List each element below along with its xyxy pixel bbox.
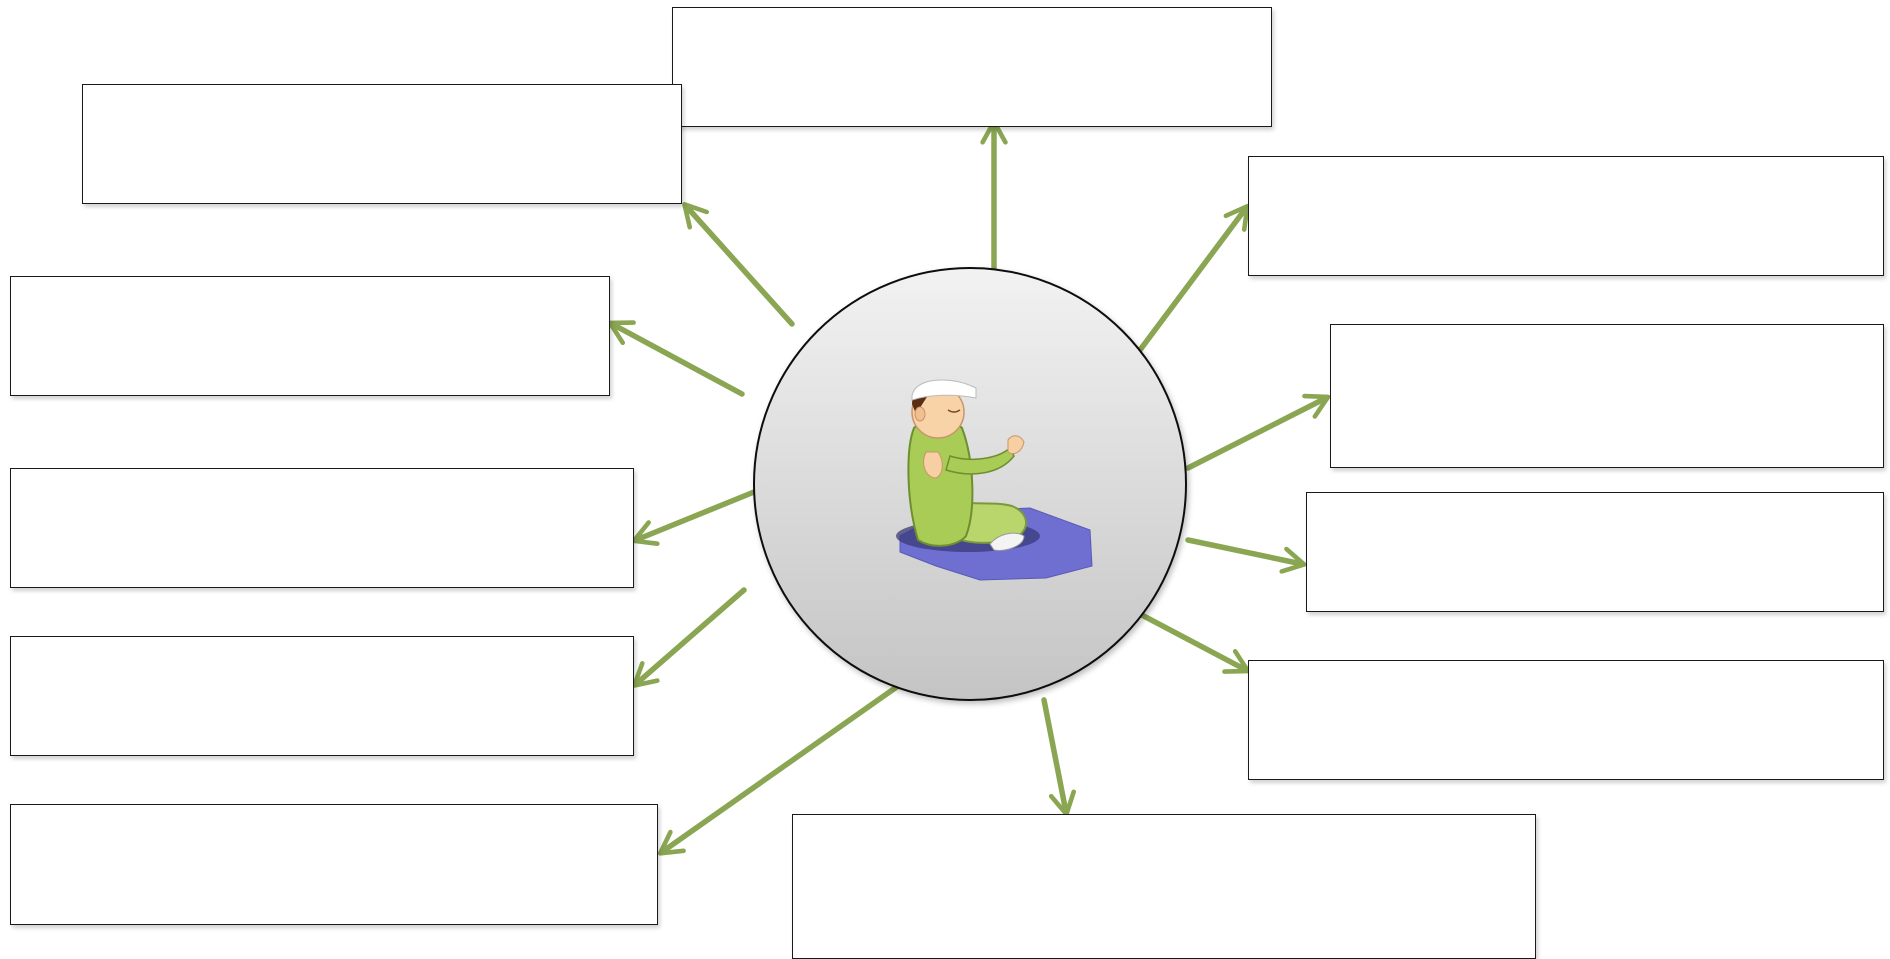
arrow-to-right-box-4 — [1140, 614, 1246, 670]
diagram-box-right-2 — [1330, 324, 1884, 468]
arrow-to-right-box-3 — [1188, 540, 1302, 564]
diagram-box-left-2 — [10, 276, 610, 396]
arrow-to-right-box-1 — [1140, 208, 1246, 350]
diagram-box-right-1 — [1248, 156, 1884, 276]
arrow-to-bottom-box — [1044, 700, 1066, 812]
diagram-box-top — [672, 7, 1272, 127]
diagram-box-left-5 — [10, 804, 658, 925]
diagram-box-left-4 — [10, 636, 634, 756]
arrow-to-left-box-4 — [636, 590, 744, 684]
arrow-to-left-box-1 — [686, 206, 792, 324]
arrow-to-left-box-2 — [612, 324, 742, 394]
arrow-to-right-box-2 — [1188, 398, 1326, 468]
diagram-box-right-4 — [1248, 660, 1884, 780]
diagram-box-left-3 — [10, 468, 634, 588]
diagram-box-right-3 — [1306, 492, 1884, 612]
arrow-to-left-box-3 — [636, 492, 754, 540]
diagram-box-left-1 — [82, 84, 682, 204]
diagram-box-bottom — [792, 814, 1536, 959]
